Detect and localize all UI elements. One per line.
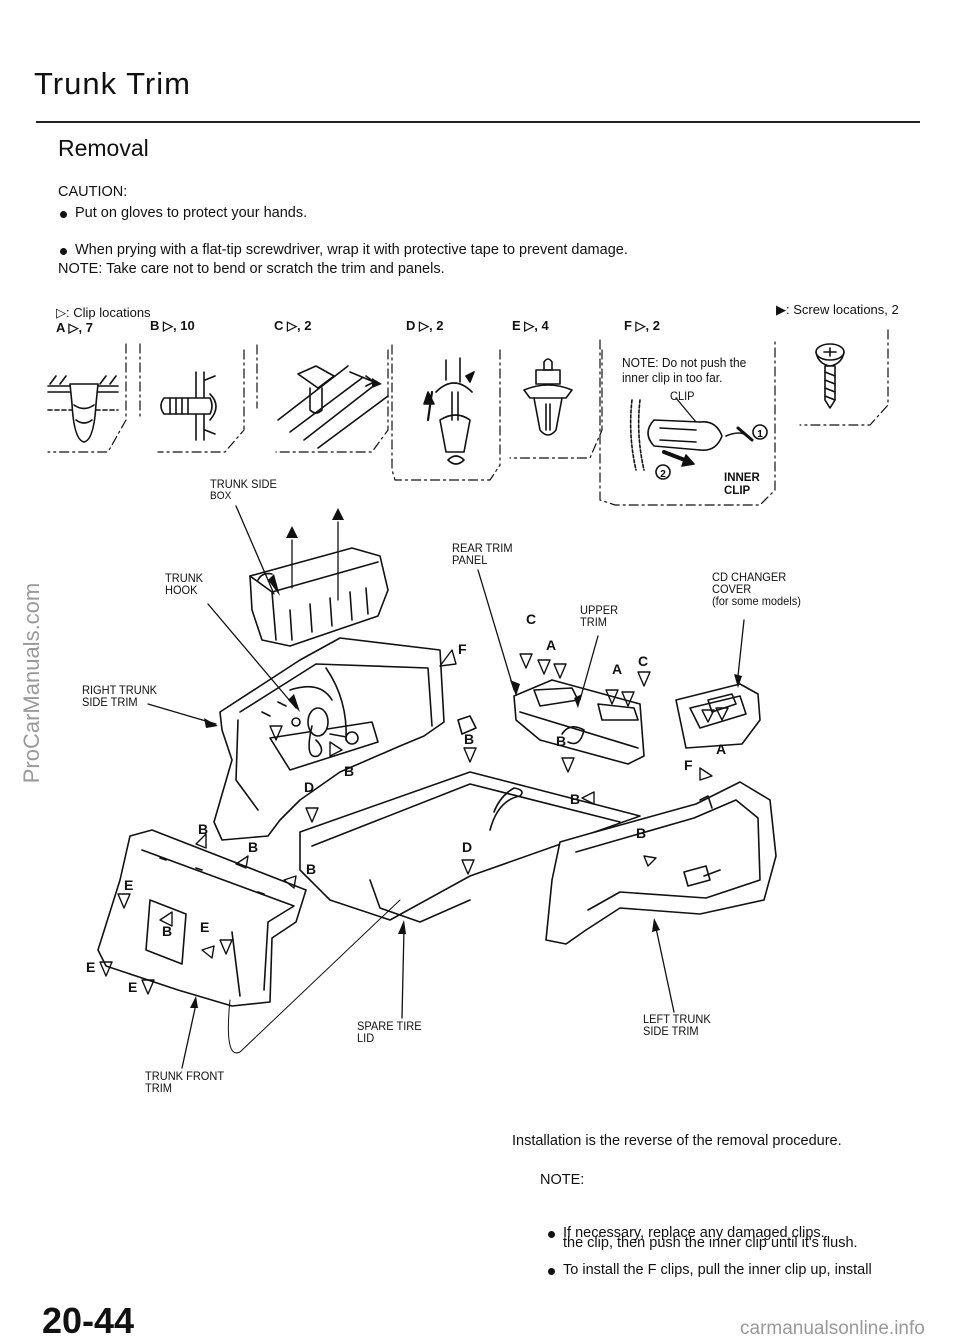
side-watermark: ProCarManuals.com	[19, 582, 44, 784]
callout-b: B	[464, 731, 474, 747]
callout-e: E	[200, 919, 209, 935]
trunk-floor-panel	[299, 771, 641, 923]
install-note-f-clips-cont: the clip, then push the inner clip until…	[563, 1235, 858, 1251]
callout-b: B	[556, 733, 566, 749]
clip-f-label: F ▷, 2	[624, 318, 661, 333]
clip-locations-legend: ▷: Clip locations	[56, 305, 151, 320]
callout-b: B	[162, 923, 172, 939]
callout-e: E	[86, 959, 95, 975]
step-2-number: 2	[660, 469, 666, 480]
removal-note: NOTE: Take care not to bend or scratch t…	[58, 261, 445, 277]
callout-b: B	[198, 821, 208, 837]
callout-b: B	[306, 861, 316, 877]
clip-a-label: A ▷, 7	[56, 320, 93, 335]
clip-d-label: D ▷, 2	[406, 318, 444, 333]
clip-e-label: E ▷, 4	[512, 318, 549, 333]
leader-lines	[147, 505, 745, 1069]
callout-e: E	[128, 979, 137, 995]
callout-b: B	[570, 791, 580, 807]
screw-triangle-icon: ▶	[776, 302, 786, 317]
callout-b: B	[344, 763, 354, 779]
clip-c-detail	[277, 365, 389, 449]
callout-a: A	[612, 661, 622, 677]
install-note-replace: If necessary, replace any damaged clips.	[546, 1225, 960, 1241]
caution-item-gloves: Put on gloves to protect your hands.	[58, 205, 960, 221]
installation-note: Installation is the reverse of the remov…	[512, 1133, 842, 1149]
cd-changer-cover	[675, 683, 761, 749]
trunk-side-box	[249, 547, 389, 647]
step-1-number: 1	[757, 429, 763, 440]
section-title: Removal	[58, 135, 149, 161]
callout-e: E	[124, 877, 133, 893]
clip-c-label: C ▷, 2	[274, 318, 312, 333]
page-number: 20-44	[42, 1300, 135, 1341]
screw-detail	[815, 343, 845, 409]
callout-b: B	[636, 825, 646, 841]
caution-heading: CAUTION:	[58, 184, 128, 200]
callout-a: A	[546, 637, 556, 653]
clip-e-detail	[523, 358, 573, 436]
callout-d: D	[304, 779, 314, 795]
detail-frames	[47, 329, 889, 506]
install-note-f-clips: To install the F clips, pull the inner c…	[546, 1262, 960, 1278]
clip-triangle-icon: ▷	[56, 305, 66, 320]
callout-f: F	[458, 641, 467, 657]
trunk-hook	[291, 707, 359, 758]
callout-c: C	[526, 611, 536, 627]
clip-f-detail	[629, 397, 768, 480]
clip-location-triangles	[99, 649, 729, 995]
bottom-watermark: carmanualsonline.info	[740, 1318, 925, 1339]
callout-a: A	[716, 741, 726, 757]
title-rule	[36, 121, 920, 123]
arrow-heads	[190, 378, 742, 1008]
clip-a-detail	[47, 375, 119, 443]
clip-b-detail	[160, 371, 217, 441]
clip-d-detail	[423, 357, 475, 465]
rear-trim-panel	[457, 679, 645, 765]
caution-item-tape: When prying with a flat-tip screwdriver,…	[58, 242, 960, 258]
callout-c: C	[638, 653, 648, 669]
callout-b: B	[248, 839, 258, 855]
callout-d: D	[462, 839, 472, 855]
left-trunk-side-trim	[545, 781, 777, 945]
callout-f: F	[684, 757, 693, 773]
clip-b-label: B ▷, 10	[150, 318, 195, 333]
screw-locations-legend: ▶: Screw locations, 2	[776, 302, 899, 317]
page-title: Trunk Trim	[34, 66, 191, 101]
trunk-front-trim	[97, 829, 307, 1007]
right-trunk-side-trim	[213, 637, 445, 841]
install-note-heading: NOTE:	[540, 1172, 585, 1188]
